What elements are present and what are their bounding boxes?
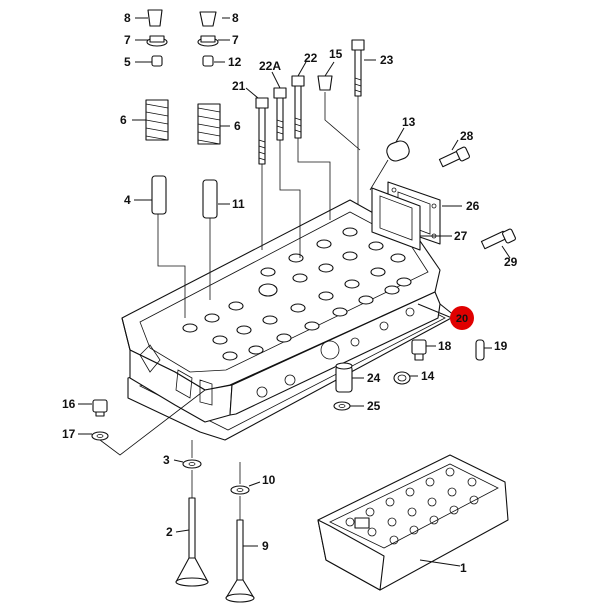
label-17: 17 bbox=[62, 427, 76, 441]
highlight-marker bbox=[450, 306, 474, 330]
label-22: 22 bbox=[304, 51, 318, 65]
valve-2 bbox=[175, 497, 209, 587]
plug-16 bbox=[92, 399, 108, 417]
label-4: 4 bbox=[124, 193, 131, 207]
valve-spring-right bbox=[197, 103, 221, 145]
label-11: 11 bbox=[232, 197, 245, 211]
valve-cap-right bbox=[199, 11, 217, 27]
valve-bosses bbox=[182, 227, 412, 361]
overview-bosses bbox=[345, 467, 479, 545]
valve-9 bbox=[225, 519, 255, 603]
label-7-left: 7 bbox=[124, 33, 131, 47]
head-bolt-22a bbox=[273, 87, 287, 141]
washer-25 bbox=[333, 401, 351, 411]
label-13: 13 bbox=[402, 115, 416, 129]
head-bolt-23 bbox=[351, 39, 365, 97]
label-8-right: 8 bbox=[232, 11, 239, 25]
label-10: 10 bbox=[262, 473, 276, 487]
label-14: 14 bbox=[421, 369, 435, 383]
label-23: 23 bbox=[380, 53, 394, 67]
valve-seal-left bbox=[151, 55, 163, 67]
label-5: 5 bbox=[124, 55, 131, 69]
screw-28 bbox=[438, 146, 470, 168]
label-3: 3 bbox=[163, 453, 170, 467]
label-15: 15 bbox=[329, 47, 343, 61]
label-2: 2 bbox=[166, 525, 173, 539]
label-26: 26 bbox=[466, 199, 480, 213]
label-9: 9 bbox=[262, 539, 269, 553]
cylinder-head bbox=[121, 199, 456, 441]
valve-cap-left bbox=[147, 9, 163, 27]
plug-15 bbox=[317, 75, 333, 91]
valve-seal-right bbox=[202, 55, 214, 67]
label-27: 27 bbox=[454, 229, 468, 243]
highlighted-part-20[interactable]: 20 bbox=[450, 306, 474, 330]
label-6-right: 6 bbox=[234, 119, 241, 133]
head-bolt-21 bbox=[255, 97, 269, 165]
plug-13 bbox=[369, 140, 410, 191]
label-28: 28 bbox=[460, 129, 474, 143]
label-29: 29 bbox=[504, 255, 518, 269]
dowel-pin-19 bbox=[475, 339, 485, 361]
valve-washer-3 bbox=[182, 459, 202, 469]
label-8-left: 8 bbox=[124, 11, 131, 25]
label-24: 24 bbox=[367, 371, 381, 385]
label-18: 18 bbox=[438, 339, 452, 353]
cylinder-head-overview bbox=[317, 454, 509, 591]
label-21: 21 bbox=[232, 79, 246, 93]
label-12: 12 bbox=[228, 55, 242, 69]
label-20: 20 bbox=[456, 313, 468, 325]
fitting-18 bbox=[411, 339, 427, 361]
gasket-27 bbox=[371, 187, 421, 251]
valve-guide-left bbox=[151, 175, 167, 215]
label-7-right: 7 bbox=[232, 33, 239, 47]
label-22a: 22A bbox=[259, 59, 281, 73]
valve-guide-right bbox=[202, 179, 218, 219]
label-1: 1 bbox=[460, 561, 467, 575]
part-labels: 8 8 7 7 5 12 6 6 4 11 21 22A 22 15 23 13… bbox=[62, 11, 518, 575]
leader-lines bbox=[78, 17, 511, 567]
label-16: 16 bbox=[62, 397, 76, 411]
seal-ring-14 bbox=[393, 371, 411, 385]
valve-washer-10 bbox=[230, 485, 250, 495]
label-25: 25 bbox=[367, 399, 381, 413]
valve-spring-left bbox=[145, 99, 169, 141]
label-6-left: 6 bbox=[120, 113, 127, 127]
label-19: 19 bbox=[494, 339, 508, 353]
sleeve-24 bbox=[335, 362, 353, 393]
screw-29 bbox=[480, 228, 516, 250]
washer-17 bbox=[91, 431, 109, 441]
head-bolt-22 bbox=[291, 75, 305, 139]
